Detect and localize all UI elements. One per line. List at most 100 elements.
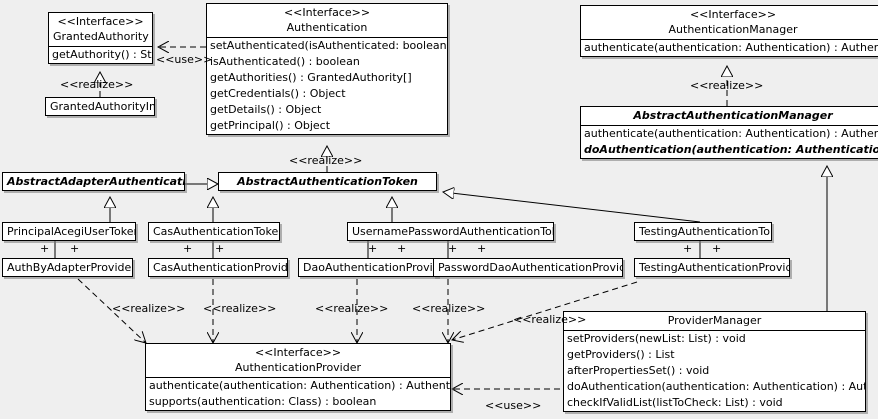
operations-compartment: authenticate(authentication: Authenticat… [581,126,878,158]
operation: getPrincipal() : Object [210,119,331,132]
operations-compartment: authenticate(authentication: Authenticat… [581,40,878,56]
class-provider-manager[interactable]: ProviderManager setProviders(newList: Li… [563,311,866,412]
class-testing-authentication-token[interactable]: TestingAuthenticationToken [634,222,772,241]
multiplicity-marker: + [40,242,50,255]
operation: checkIfValidList(listToCheck: List) : vo… [567,396,783,409]
class-abstract-authentication-manager[interactable]: AbstractAuthenticationManager authentica… [580,106,878,159]
class-name: ProviderManager [667,314,762,327]
operation: authenticate(authentication: Authenticat… [584,127,878,140]
class-authentication[interactable]: <<Interface>> Authentication setAuthenti… [206,3,448,135]
class-name: PasswordDaoAuthenticationProvider [438,261,623,274]
stereotype-label: <<Interface>> [283,6,371,19]
class-header: CasAuthenticationToken [149,223,279,240]
edge-label-realize-authbyadapterprovider: <<realize>> [112,302,186,315]
divider [581,125,878,126]
class-abstract-adapter-authentication-token[interactable]: AbstractAdapterAuthenticationToken [2,172,185,191]
class-header: AuthByAdapterProvider [3,259,132,276]
class-authentication-manager[interactable]: <<Interface>> AuthenticationManager auth… [580,5,878,57]
class-cas-authentication-provider[interactable]: CasAuthenticationProvider [148,258,288,277]
stereotype-label: <<Interface>> [254,346,342,359]
edge-label-realize-abstractauthenticationmanager: <<realize>> [690,79,764,92]
operation: getAuthorities() : GrantedAuthority[] [210,71,412,84]
edge-label-realize-casauthenticationprovider: <<realize>> [203,302,277,315]
edge-label-realize-daoauthenticationprovider: <<realize>> [315,302,389,315]
class-header: AbstractAdapterAuthenticationToken [3,173,184,190]
class-header: AbstractAuthenticationToken [219,173,436,190]
edge-label-realize-grantedauthorityimpl: <<realize>> [60,78,134,91]
class-name: PrincipalAcegiUserToken [7,225,136,238]
operation: authenticate(authentication: Authenticat… [584,41,878,54]
class-name: AbstractAuthenticationToken [237,175,418,188]
class-header: PasswordDaoAuthenticationProvider [434,259,622,276]
class-name: AbstractAuthenticationManager [633,109,833,122]
operation: setProviders(newList: List) : void [567,332,746,345]
class-header: UsernamePasswordAuthenticationToken [348,223,553,240]
multiplicity-marker: + [215,242,225,255]
operation: supports(authentication: Class) : boolea… [149,395,377,408]
class-header: GrantedAuthorityImpl [46,98,154,115]
class-testing-authentication-provider[interactable]: TestingAuthenticationProvider [634,258,790,277]
class-header: TestingAuthenticationProvider [635,259,789,276]
class-cas-authentication-token[interactable]: CasAuthenticationToken [148,222,280,241]
class-name: AbstractAdapterAuthenticationToken [7,175,184,188]
divider [49,46,152,47]
class-password-dao-authentication-provider[interactable]: PasswordDaoAuthenticationProvider [433,258,623,277]
operation: doAuthentication(authentication: Authent… [567,380,866,393]
divider [581,39,878,40]
class-name: GrantedAuthority [53,30,149,43]
class-granted-authority-impl[interactable]: GrantedAuthorityImpl [45,97,155,116]
class-authentication-provider[interactable]: <<Interface>> AuthenticationProvider aut… [145,343,451,411]
multiplicity-marker: + [683,242,693,255]
class-header: <<Interface>> GrantedAuthority [49,13,152,46]
edge-label-realize-abstractauthenticationtoken: <<realize>> [289,154,363,167]
operations-compartment: setProviders(newList: List) : void getPr… [564,331,865,411]
class-username-password-authentication-token[interactable]: UsernamePasswordAuthenticationToken [347,222,554,241]
multiplicity-marker: + [448,242,458,255]
edge-label-use-authentication-grantedauthority: <<use>> [156,53,213,66]
class-header: DaoAuthenticationProvider [299,259,437,276]
operation: afterPropertiesSet() : void [567,364,710,377]
stereotype-label: <<Interface>> [689,8,777,21]
class-name: AuthByAdapterProvider [7,261,133,274]
operation: getAuthority() : String [52,48,152,61]
operation: authenticate(authentication: Authenticat… [149,379,451,392]
edge-label-realize-testingauthenticationprovider: <<realize>> [513,313,587,326]
class-name: AuthenticationManager [668,23,798,36]
class-name: UsernamePasswordAuthenticationToken [352,225,554,238]
multiplicity-marker: + [712,242,722,255]
multiplicity-marker: + [70,242,80,255]
operation: doAuthentication(authentication: Authent… [584,143,878,156]
class-header: TestingAuthenticationToken [635,223,771,240]
class-auth-by-adapter-provider[interactable]: AuthByAdapterProvider [2,258,133,277]
edge-label-realize-passworddaoauthenticationprovider: <<realize>> [412,302,486,315]
operation: getCredentials() : Object [210,87,346,100]
class-principal-acegi-user-token[interactable]: PrincipalAcegiUserToken [2,222,136,241]
class-name: TestingAuthenticationToken [639,225,771,238]
class-dao-authentication-provider[interactable]: DaoAuthenticationProvider [298,258,438,277]
multiplicity-marker: + [368,242,378,255]
operations-compartment: setAuthenticated(isAuthenticated: boolea… [207,38,447,134]
multiplicity-marker: + [477,242,487,255]
class-abstract-authentication-token[interactable]: AbstractAuthenticationToken [218,172,437,191]
operation: getDetails() : Object [210,103,322,116]
class-header: <<Interface>> AuthenticationManager [581,6,878,39]
class-header: <<Interface>> AuthenticationProvider [146,344,450,377]
class-name: DaoAuthenticationProvider [303,261,438,274]
divider [146,377,450,378]
edge-label-use-providermanager: <<use>> [485,399,542,412]
class-name: CasAuthenticationToken [153,225,280,238]
operations-compartment: authenticate(authentication: Authenticat… [146,378,450,410]
stereotype-label: <<Interface>> [57,15,144,28]
multiplicity-marker: + [183,242,193,255]
class-header: <<Interface>> Authentication [207,4,447,37]
divider [564,330,865,331]
class-name: TestingAuthenticationProvider [639,261,790,274]
class-header: AbstractAuthenticationManager [581,107,878,125]
divider [207,37,447,38]
edge-generalization-testingtoken [443,192,701,223]
multiplicity-marker: + [397,242,407,255]
class-granted-authority[interactable]: <<Interface>> GrantedAuthority getAuthor… [48,12,153,64]
class-header: CasAuthenticationProvider [149,259,287,276]
class-name: CasAuthenticationProvider [153,261,288,274]
